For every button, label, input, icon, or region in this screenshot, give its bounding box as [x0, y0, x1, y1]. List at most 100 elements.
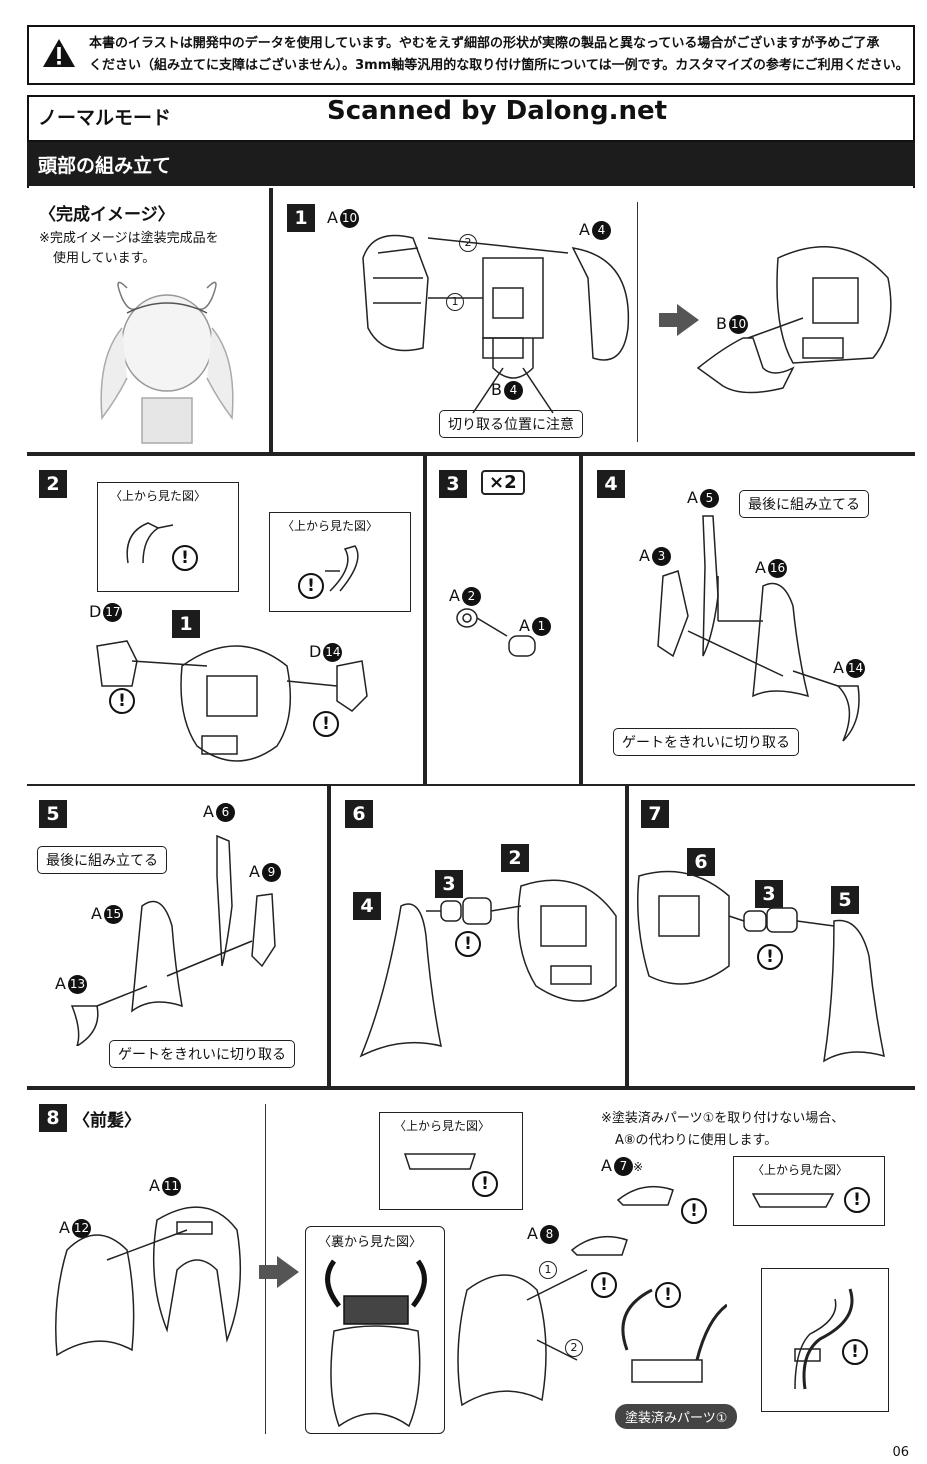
part-letter: A: [59, 1218, 70, 1237]
caution-icon: !: [109, 688, 135, 714]
step-1-number: 1: [287, 204, 315, 232]
part-number: 13: [67, 975, 87, 994]
caution-icon: !: [313, 711, 339, 737]
part-number: 8: [539, 1225, 559, 1244]
caution-icon: !: [172, 545, 198, 571]
head-assembled-drawing: [696, 246, 892, 394]
top-view-label: 〈上から見た図〉: [110, 489, 207, 503]
ref-step-3: 3: [755, 880, 783, 908]
order-marker-2: 2: [565, 1336, 583, 1357]
caution-icon: !: [591, 1272, 617, 1298]
part-letter: A: [579, 220, 590, 239]
caution-icon: !: [455, 931, 481, 957]
complete-note-2: 使用しています。: [53, 251, 156, 266]
part-number: 2: [461, 587, 481, 606]
divider: [27, 140, 915, 142]
ref-step-1: 1: [172, 610, 200, 638]
mode-title: ノーマルモード: [38, 107, 172, 129]
part-letter: A: [149, 1176, 160, 1195]
part-number: 16: [767, 559, 787, 578]
gate-cut-callout: ゲートをきれいに切り取る: [109, 1040, 295, 1068]
caution-icon: !: [844, 1187, 870, 1213]
bangs-assembly-drawing: [457, 1269, 727, 1407]
horn-detail-drawing: [794, 1288, 854, 1390]
step-3-number: 3: [439, 470, 467, 498]
bangs-back-view-drawing: [325, 1259, 427, 1428]
section-header: 頭部の組み立て: [27, 142, 915, 186]
order-number: 2: [565, 1339, 583, 1357]
clip-top-view-drawing: [325, 545, 359, 592]
order-number: 1: [446, 293, 464, 311]
back-view-bubble: 〈裏から見た図〉: [305, 1226, 445, 1434]
caution-icon: !: [842, 1339, 868, 1365]
top-view-label: 〈上から見た図〉: [752, 1163, 849, 1177]
part-a7-drawing: [616, 1185, 674, 1206]
part-letter: A: [755, 558, 766, 577]
complete-note-1: ※完成イメージは塗装完成品を: [39, 231, 219, 246]
warning-text: 本書のイラストは開発中のデータを使用しています。やむをえず細部の形状が実際の製品…: [89, 33, 909, 77]
top-view-bubble-a7: 〈上から見た図〉 !: [733, 1156, 885, 1226]
part-number: 17: [103, 603, 123, 622]
part-letter: B: [491, 380, 502, 399]
top-view-bubble-a8: 〈上から見た図〉 !: [379, 1112, 523, 1210]
step-4-number: 4: [597, 470, 625, 498]
assemble-last-callout: 最後に組み立てる: [37, 846, 167, 874]
head-parts-exploded-drawing: [362, 234, 630, 414]
hair-to-head-drawing: [359, 879, 617, 1058]
top-view-label: 〈上から見た図〉: [282, 519, 379, 533]
part-number: 10: [728, 315, 748, 334]
order-marker-1: 1: [446, 290, 464, 311]
step-6-number: 6: [345, 800, 373, 828]
warning-line-2: ください（組み立てに支障はございません）。3mm軸等汎用的な取り付け箇所について…: [89, 58, 909, 73]
head-with-clips-drawing: [96, 640, 368, 762]
order-marker-1: 1: [539, 1258, 557, 1279]
gate-cut-callout: ゲートをきれいに切り取る: [613, 728, 799, 756]
clip-top-view-drawing: [126, 522, 174, 564]
scanned-by-watermark: Scanned by Dalong.net: [327, 96, 668, 126]
part-number: 14: [323, 643, 343, 662]
joint-parts-drawing: [456, 608, 536, 657]
part-letter: A: [527, 1224, 538, 1243]
step-1-divider: [637, 202, 638, 442]
part-a8-drawing: [570, 1235, 628, 1256]
part-number: 9: [261, 863, 281, 882]
ref-step-2: 2: [501, 844, 529, 872]
part-letter: B: [716, 314, 727, 333]
complete-image-panel: 〈完成イメージ〉 ※完成イメージは塗装完成品を 使用しています。: [27, 188, 271, 454]
top-view-bubble-left: 〈上から見た図〉 !: [97, 482, 239, 592]
part-number: 15: [103, 905, 123, 924]
part-number: 4: [503, 381, 523, 400]
ref-step-3: 3: [435, 870, 463, 898]
warning-box: 本書のイラストは開発中のデータを使用しています。やむをえず細部の形状が実際の製品…: [27, 25, 915, 85]
quantity-badge: ×2: [481, 470, 525, 495]
asterisk-mark: ※: [632, 1160, 644, 1174]
part-letter: A: [687, 488, 698, 507]
part-letter: A: [519, 616, 530, 635]
page-number: 06: [892, 1445, 909, 1460]
step-8-number: 8: [39, 1104, 67, 1132]
part-letter: A: [91, 904, 102, 923]
part-number: 4: [591, 221, 611, 240]
part-top-view-drawing: [403, 1153, 477, 1170]
section-title: 頭部の組み立て: [38, 155, 172, 177]
bangs-parts-drawing: [55, 1206, 242, 1357]
assemble-last-callout: 最後に組み立てる: [739, 490, 869, 518]
